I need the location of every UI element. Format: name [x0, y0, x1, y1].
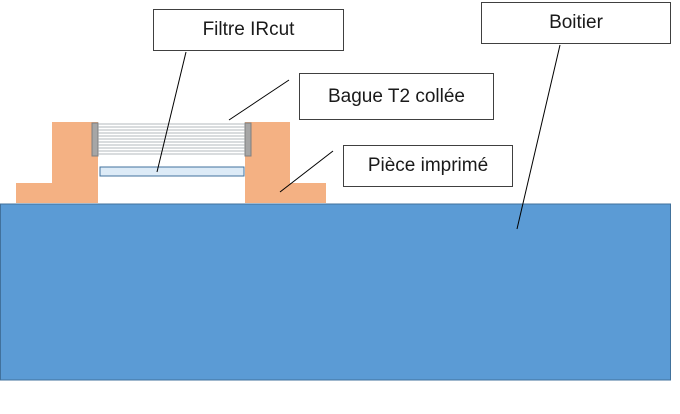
bague-t2-ring	[91, 122, 252, 157]
boitier-body	[0, 203, 671, 381]
leader-filtre	[156, 51, 187, 173]
bague-threads	[98, 123, 245, 155]
filtre-ircut-plate	[99, 166, 245, 177]
piece-imprimee-left	[16, 122, 98, 203]
label-piece-imprimee: Pièce imprimé	[343, 145, 513, 187]
bague-end-right	[244, 122, 252, 157]
piece-imprimee-right	[245, 122, 326, 203]
label-filtre-ircut: Filtre IRcut	[153, 9, 344, 51]
leader-boitier	[516, 44, 561, 230]
label-boitier: Boitier	[481, 2, 671, 44]
leader-piece	[279, 150, 334, 193]
label-bague-t2: Bague T2 collée	[299, 73, 494, 120]
leader-bague	[228, 79, 290, 121]
bague-end-left	[91, 122, 99, 157]
